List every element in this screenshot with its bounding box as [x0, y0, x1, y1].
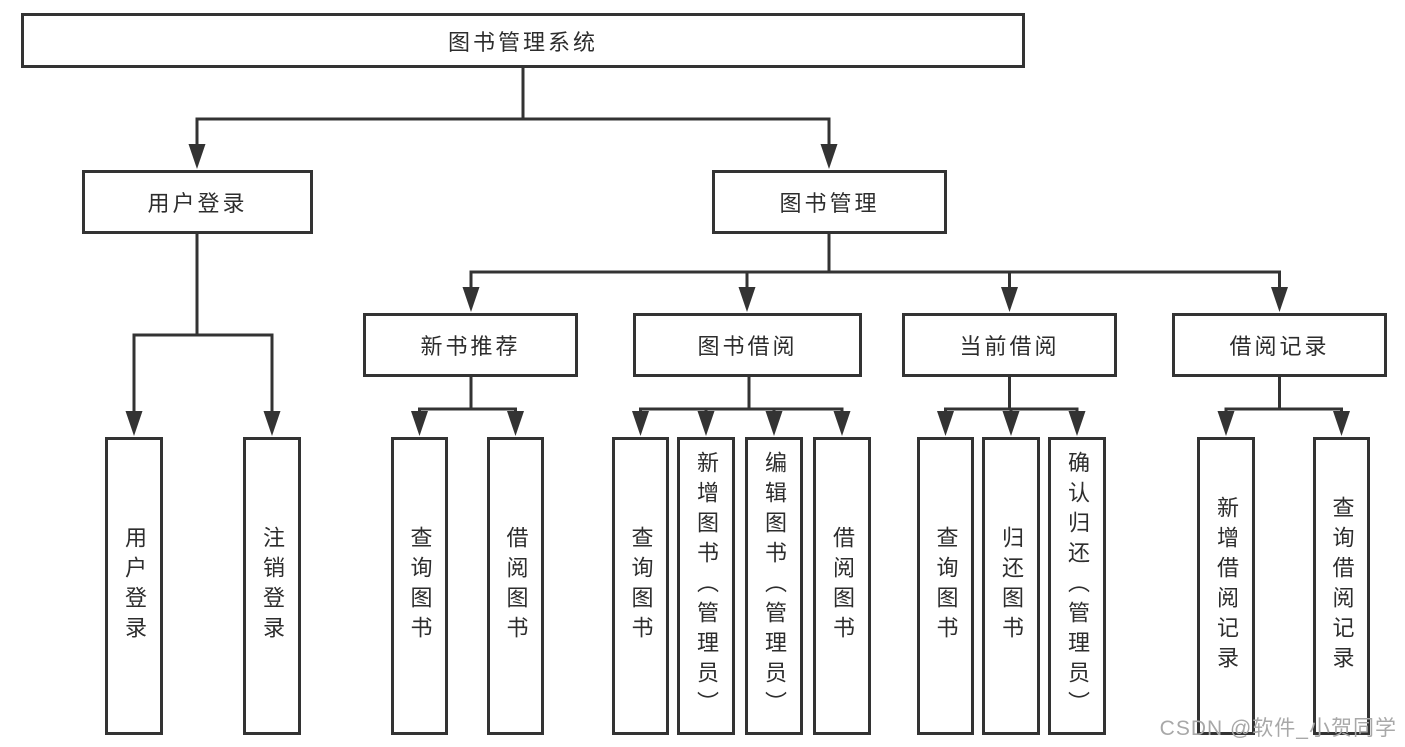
- node-new-book-recommend: 新书推荐: [363, 313, 578, 377]
- leaf-confirm-return-admin: 确认归还（管理员）: [1048, 437, 1106, 735]
- leaf-user-login: 用户登录: [105, 437, 163, 735]
- leaf-query-books-borrow: 查询图书: [612, 437, 669, 735]
- leaf-edit-book-admin: 编辑图书（管理员）: [745, 437, 803, 735]
- node-root: 图书管理系统: [21, 13, 1025, 68]
- leaf-logout: 注销登录: [243, 437, 301, 735]
- leaf-query-books-current: 查询图书: [917, 437, 974, 735]
- leaf-query-borrow-record: 查询借阅记录: [1313, 437, 1370, 735]
- leaf-query-books-recommend: 查询图书: [391, 437, 448, 735]
- leaf-borrow-books-recommend: 借阅图书: [487, 437, 544, 735]
- leaf-add-book-admin: 新增图书（管理员）: [677, 437, 735, 735]
- node-current-borrow: 当前借阅: [902, 313, 1117, 377]
- node-borrow-records: 借阅记录: [1172, 313, 1387, 377]
- leaf-add-borrow-record: 新增借阅记录: [1197, 437, 1255, 735]
- leaf-return-books: 归还图书: [982, 437, 1040, 735]
- leaf-borrow-books-borrow: 借阅图书: [813, 437, 871, 735]
- node-book-borrow: 图书借阅: [633, 313, 862, 377]
- node-user-login: 用户登录: [82, 170, 313, 234]
- watermark-text: CSDN @软件_小贺同学: [1159, 717, 1397, 740]
- node-book-management: 图书管理: [712, 170, 947, 234]
